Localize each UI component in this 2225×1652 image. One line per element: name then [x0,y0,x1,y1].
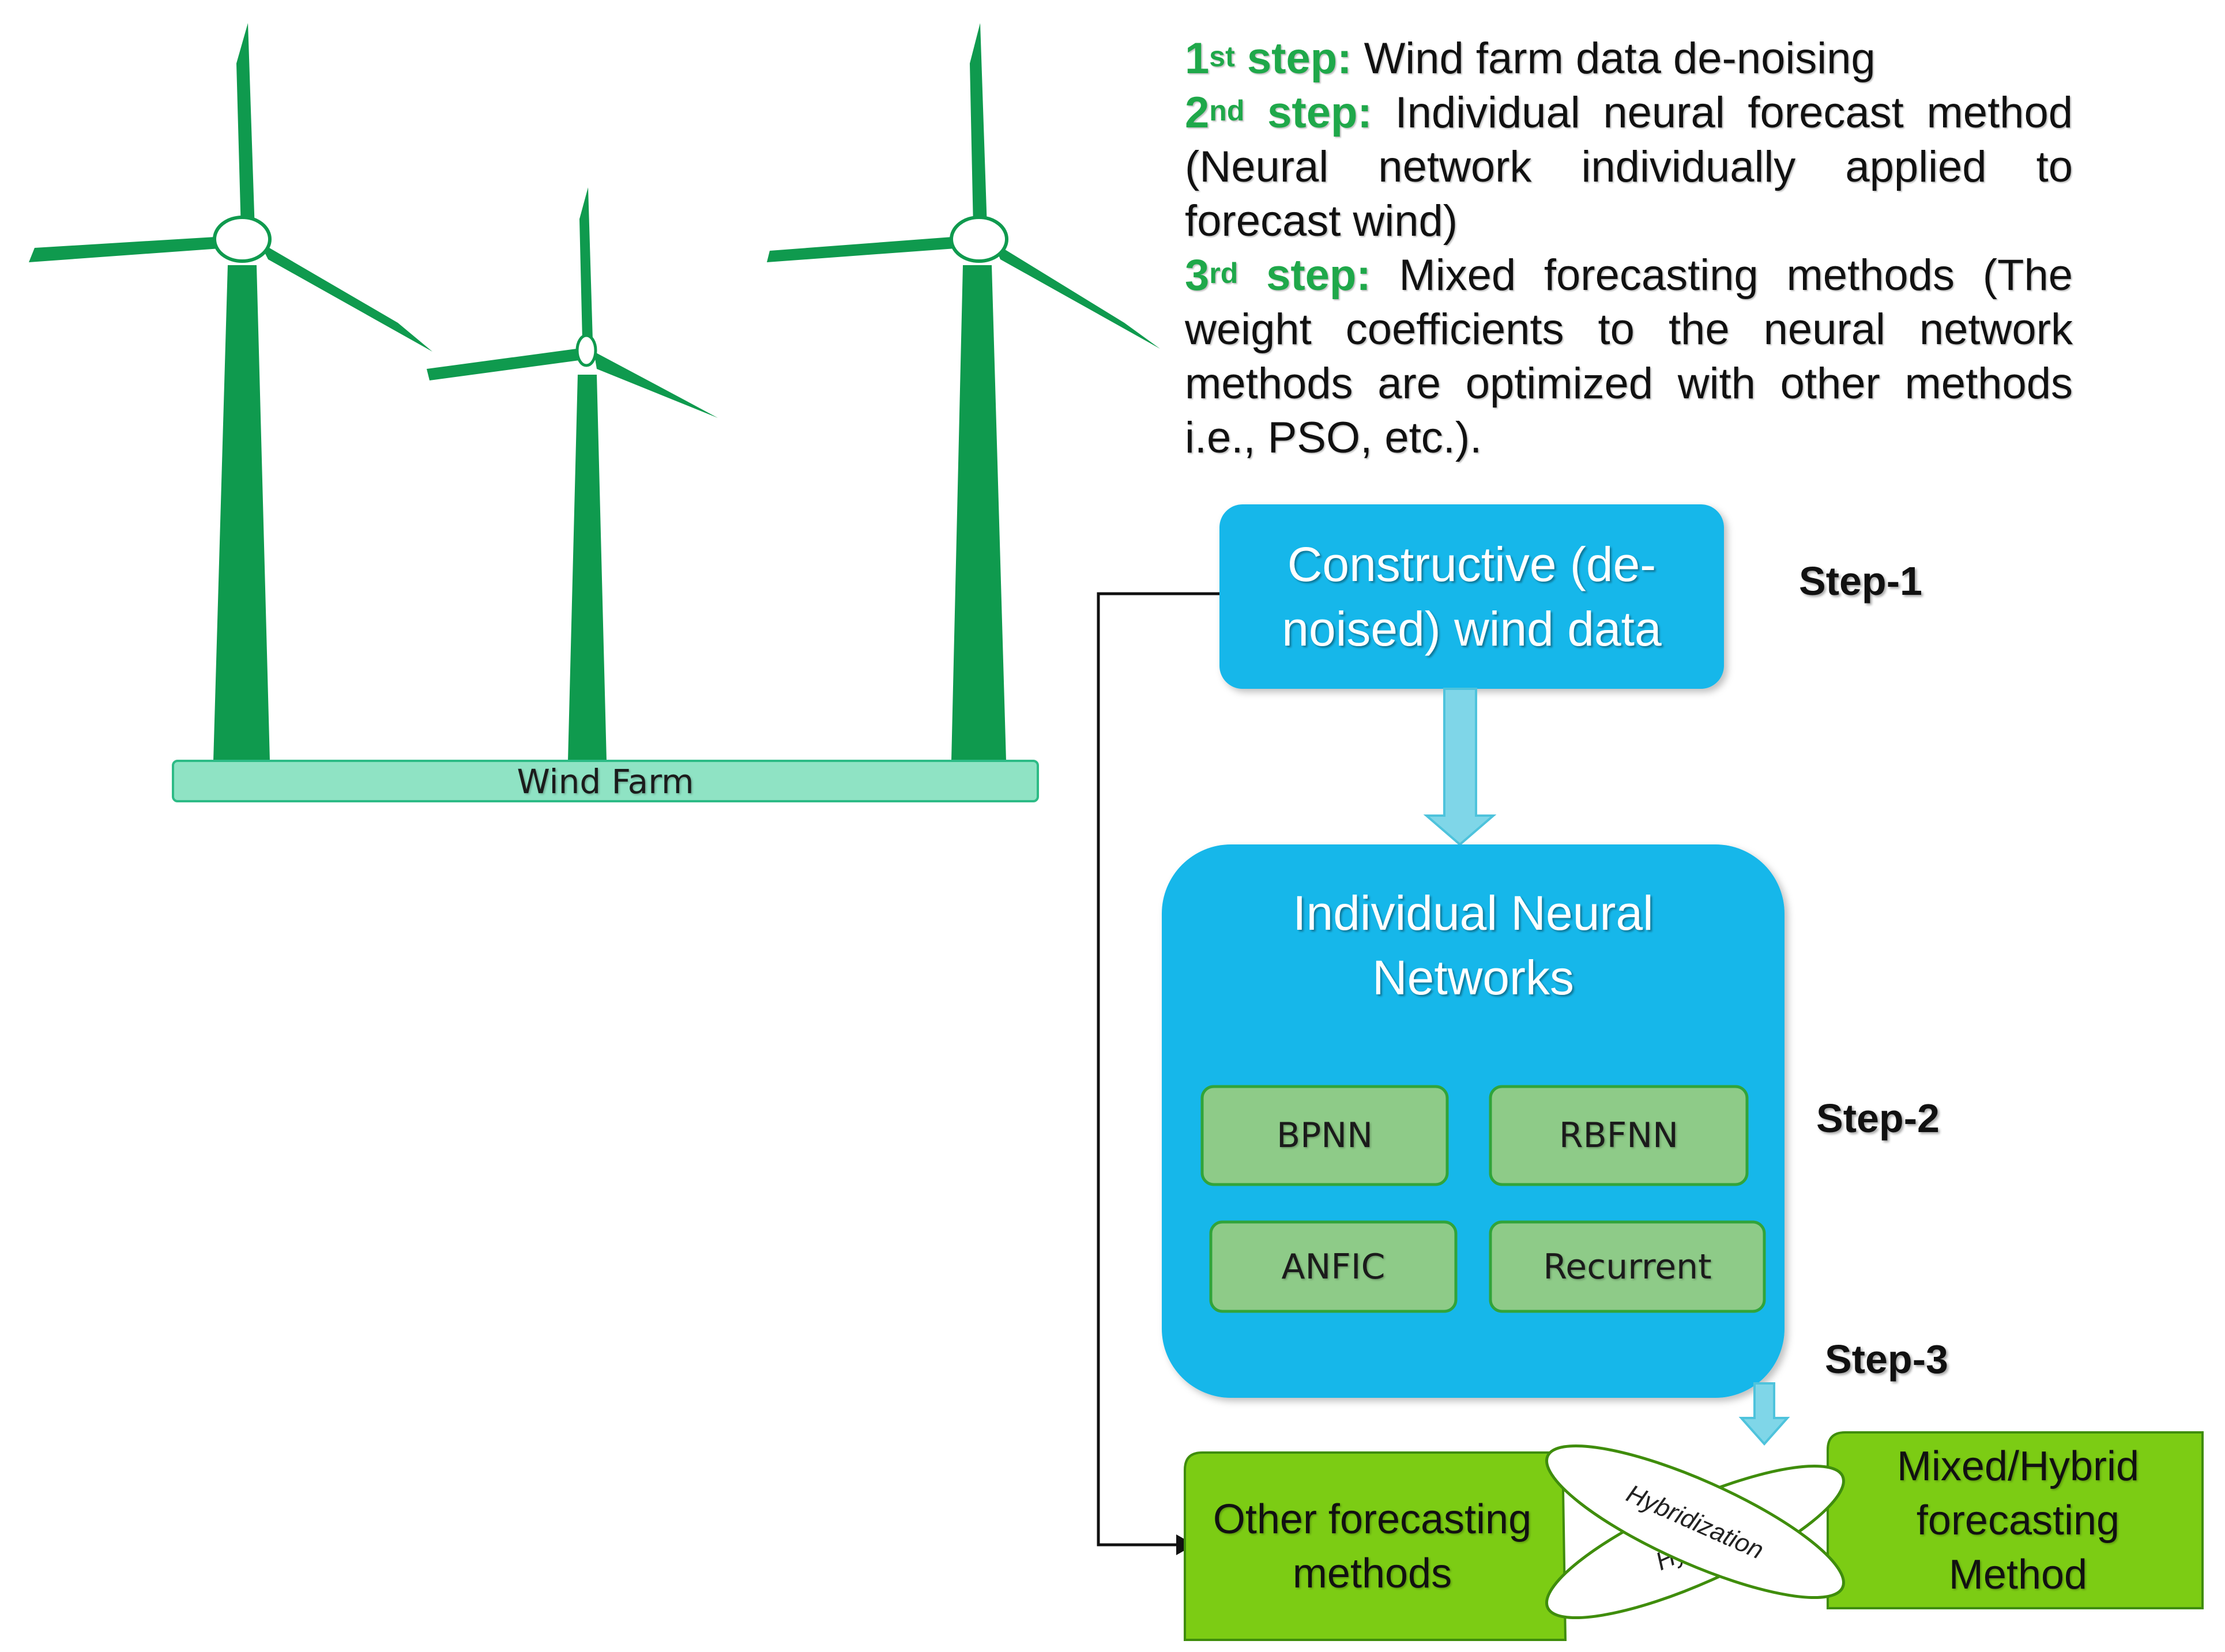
turbine-hub [575,334,597,367]
arrow-step2-to-step3 [1738,1382,1790,1446]
wind-farm-label: Wind Farm [517,762,694,801]
steps-description: 1st step: Wind farm data de-noising 2nd … [1185,32,2073,465]
turbine-blade [427,349,579,380]
turbine-blade [259,242,432,352]
step1-label: Step-1 [1799,559,1922,604]
method-rbfnn: RBFNN [1558,1115,1679,1156]
step1-box [1219,504,1724,689]
arrow-step1-to-step2 [1423,688,1497,846]
method-box-rbfnn [1489,1085,1749,1186]
method-recurrent: Recurrent [1543,1246,1712,1287]
step-description-1: 1st step: Wind farm data de-noising [1185,34,1876,83]
wind-turbine-left [29,23,432,761]
step2-label: Step-2 [1816,1096,1940,1141]
wind-farm-base [172,760,1039,802]
step2-title: Individual Neural Networks [1293,886,1654,1005]
method-box-bpnn [1200,1085,1449,1186]
method-bpnn: BPNN [1276,1115,1373,1156]
step1-box-text: Constructive (de-noised) wind data [1282,537,1662,656]
turbine-hub [950,216,1008,263]
step-description-2: 2nd step: Individual neural forecast met… [1185,88,2073,246]
other-methods-box [1184,1451,1567,1641]
method-box-recurrent [1489,1220,1766,1313]
wind-turbine-middle [427,187,718,761]
turbine-blade [993,242,1160,349]
turbine-tower [568,375,607,761]
step-description-3: 3rd step: Mixed forecasting methods (The… [1185,251,2073,462]
turbine-tower [213,265,270,761]
wind-turbine-right [767,23,1160,761]
turbine-blade [970,23,987,228]
turbine-blade [236,23,255,231]
step3-label: Step-3 [1825,1337,1948,1382]
hybridization-ellipse-front [1545,1444,1845,1600]
turbine-blade [579,187,593,340]
mixed-hybrid-text: Mixed/Hybrid forecasting Method [1896,1443,2140,1598]
mixed-hybrid-box [1827,1431,2204,1609]
turbine-blade [594,352,718,418]
method-box-anfic [1209,1220,1458,1313]
connector-line [1097,592,1219,1547]
turbine-tower [951,265,1006,761]
turbine-blade [29,236,228,262]
turbine-hub [213,216,272,263]
method-anfic: ANFIC [1281,1246,1386,1287]
turbine-blade [767,236,963,262]
other-methods-text: Other forecasting methods [1213,1496,1532,1597]
